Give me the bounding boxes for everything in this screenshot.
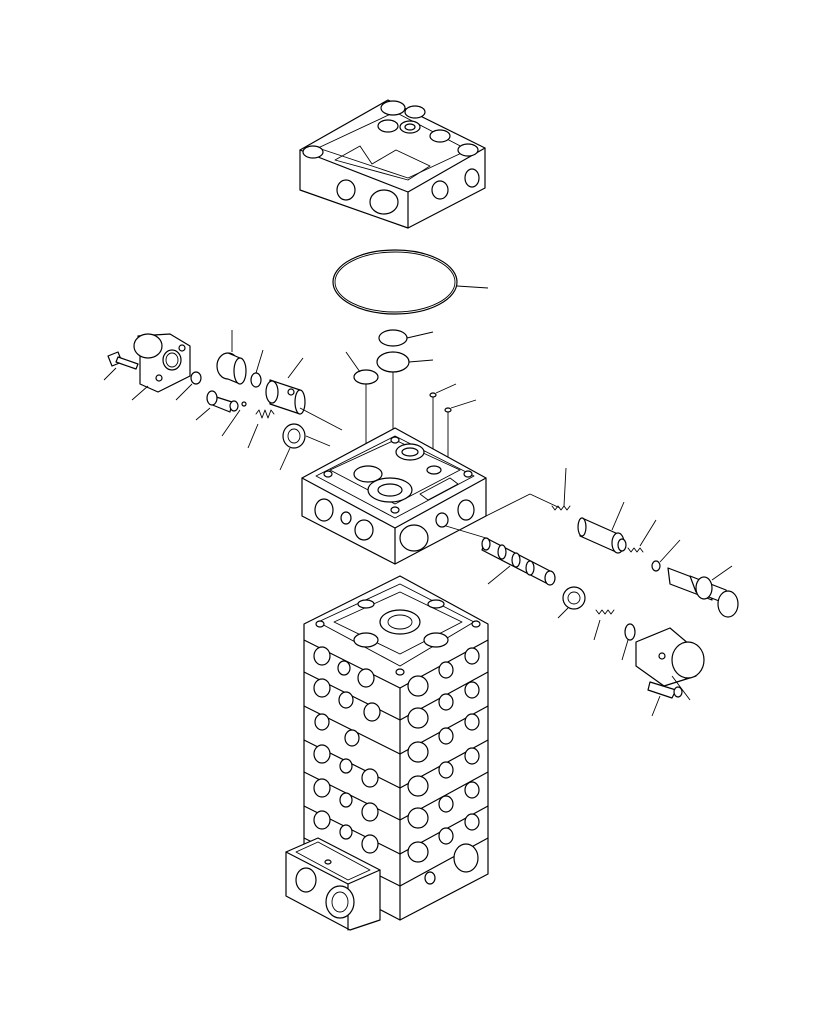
top-cover [299, 99, 486, 229]
large-o-ring [332, 249, 489, 315]
valve-section-block [301, 427, 487, 565]
small-o-rings [345, 329, 477, 470]
inlet-port-block [285, 837, 381, 931]
left-poppet-and-spring [195, 390, 275, 449]
right-relief-valve [485, 467, 739, 618]
stacked-valve-body [303, 575, 489, 921]
left-flange-assembly [103, 333, 202, 401]
right-spool-assembly [445, 525, 705, 717]
left-valve-plug [265, 357, 343, 471]
left-plug-assembly [216, 330, 264, 388]
